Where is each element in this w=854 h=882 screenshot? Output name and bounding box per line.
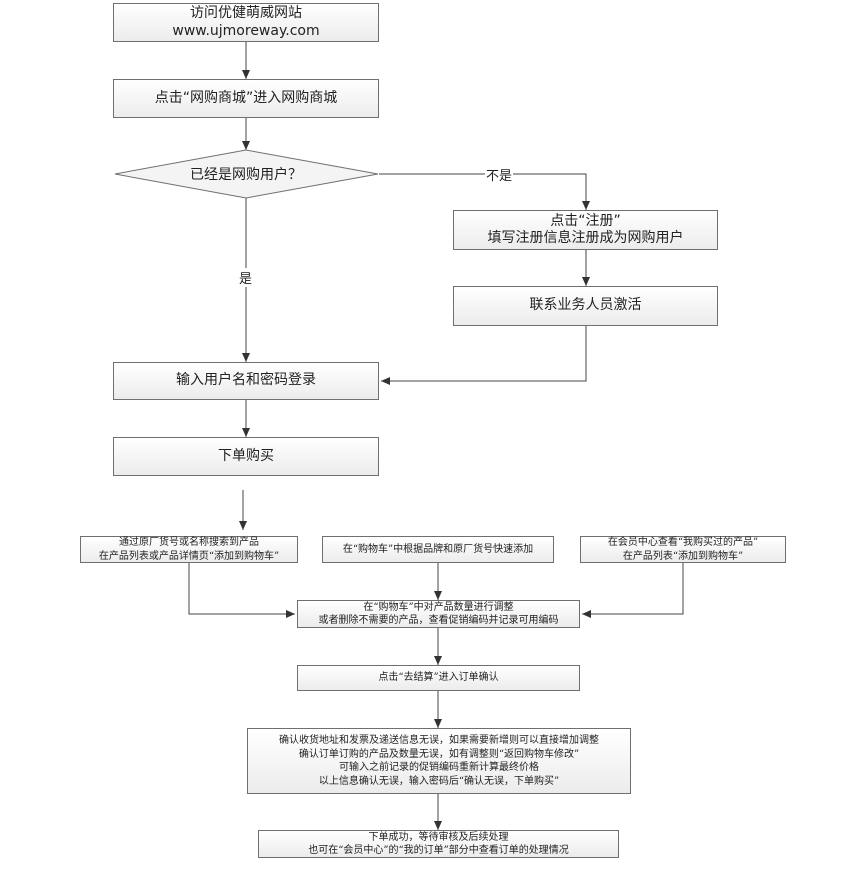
decision-diamond (114, 149, 379, 199)
purchased-products-box: 在会员中心查看“我购买过的产品” 在产品列表“添加到购物车” (580, 536, 786, 563)
order-success-box: 下单成功，等待审核及后续处理 也可在“会员中心”的“我的订单”部分中查看订单的处… (258, 830, 619, 858)
cart-adjust-line-2: 或者删除不需要的产品，查看促销编码并记录可用编码 (318, 615, 559, 626)
quick-add-label: 在“购物车”中根据品牌和原厂货号快速添加 (342, 543, 534, 555)
purchased-products-line-1: 在会员中心查看“我购买过的产品” (607, 537, 759, 548)
arrow-decision-no (379, 173, 590, 210)
login-box: 输入用户名和密码登录 (113, 362, 379, 400)
add-by-search-line-2: 在产品列表或产品详情页“添加到购物车” (98, 550, 280, 562)
arrow-right-to-cart (582, 563, 684, 618)
arrow-left-to-cart (188, 563, 295, 618)
confirm-line-3: 可输入之前记录的促销编码重新计算最终价格 (339, 762, 539, 773)
order-success-line-2: 也可在“会员中心”的“我的订单”部分中查看订单的处理情况 (308, 845, 569, 856)
confirm-line-2: 确认订单订购的产品及数量无误，如有调整则“返回购物车修改” (298, 748, 580, 760)
register-line-2: 填写注册信息注册成为网购用户 (487, 230, 684, 246)
purchased-products-line-2: 在产品列表“添加到购物车” (622, 550, 744, 562)
confirm-order-box: 确认收货地址和发票及递送信息无误，如果需要新增则可以直接增加调整 确认订单订购的… (247, 728, 631, 794)
visit-website-box: 访问优健萌威网站 www.ujmoreway.com (113, 3, 379, 42)
contact-sales-box: 联系业务人员激活 (453, 286, 718, 326)
edge-label-yes: 是 (238, 268, 254, 287)
cart-adjust-box: 在“购物车”中对产品数量进行调整 或者删除不需要的产品，查看促销编码并记录可用编… (297, 600, 580, 628)
checkout-box: 点击“去结算”进入订单确认 (297, 665, 580, 691)
decision-label: 已经是网购用户？ (190, 167, 302, 183)
cart-adjust-line-1: 在“购物车”中对产品数量进行调整 (363, 601, 514, 613)
order-success-line-1: 下单成功，等待审核及后续处理 (368, 831, 509, 843)
add-by-search-box: 通过原厂货号或名称搜索到产品 在产品列表或产品详情页“添加到购物车” (80, 536, 298, 563)
enter-mall-label: 点击“网购商城”进入网购商城 (154, 89, 338, 106)
login-label: 输入用户名和密码登录 (176, 372, 316, 389)
enter-mall-box: 点击“网购商城”进入网购商城 (113, 79, 379, 118)
register-box: 点击“注册” 填写注册信息注册成为网购用户 (453, 210, 718, 250)
confirm-line-1: 确认收货地址和发票及递送信息无误，如果需要新增则可以直接增加调整 (279, 735, 599, 746)
contact-sales-label: 联系业务人员激活 (529, 297, 642, 314)
visit-website-title: 访问优健萌威网站 (190, 5, 302, 21)
place-order-box: 下单购买 (113, 437, 379, 476)
confirm-line-4: 以上信息确认无误，输入密码后“确认无误，下单购买” (318, 775, 560, 787)
website-url: www.ujmoreway.com (172, 22, 320, 39)
edge-label-no: 不是 (485, 165, 514, 184)
place-order-label: 下单购买 (218, 447, 274, 464)
register-line-1: 点击“注册” (550, 212, 621, 229)
quick-add-box: 在“购物车”中根据品牌和原厂货号快速添加 (322, 536, 554, 563)
arrow-contact-to-login (381, 326, 587, 385)
add-by-search-line-1: 通过原厂货号或名称搜索到产品 (119, 537, 259, 548)
checkout-label: 点击“去结算”进入订单确认 (378, 672, 499, 684)
